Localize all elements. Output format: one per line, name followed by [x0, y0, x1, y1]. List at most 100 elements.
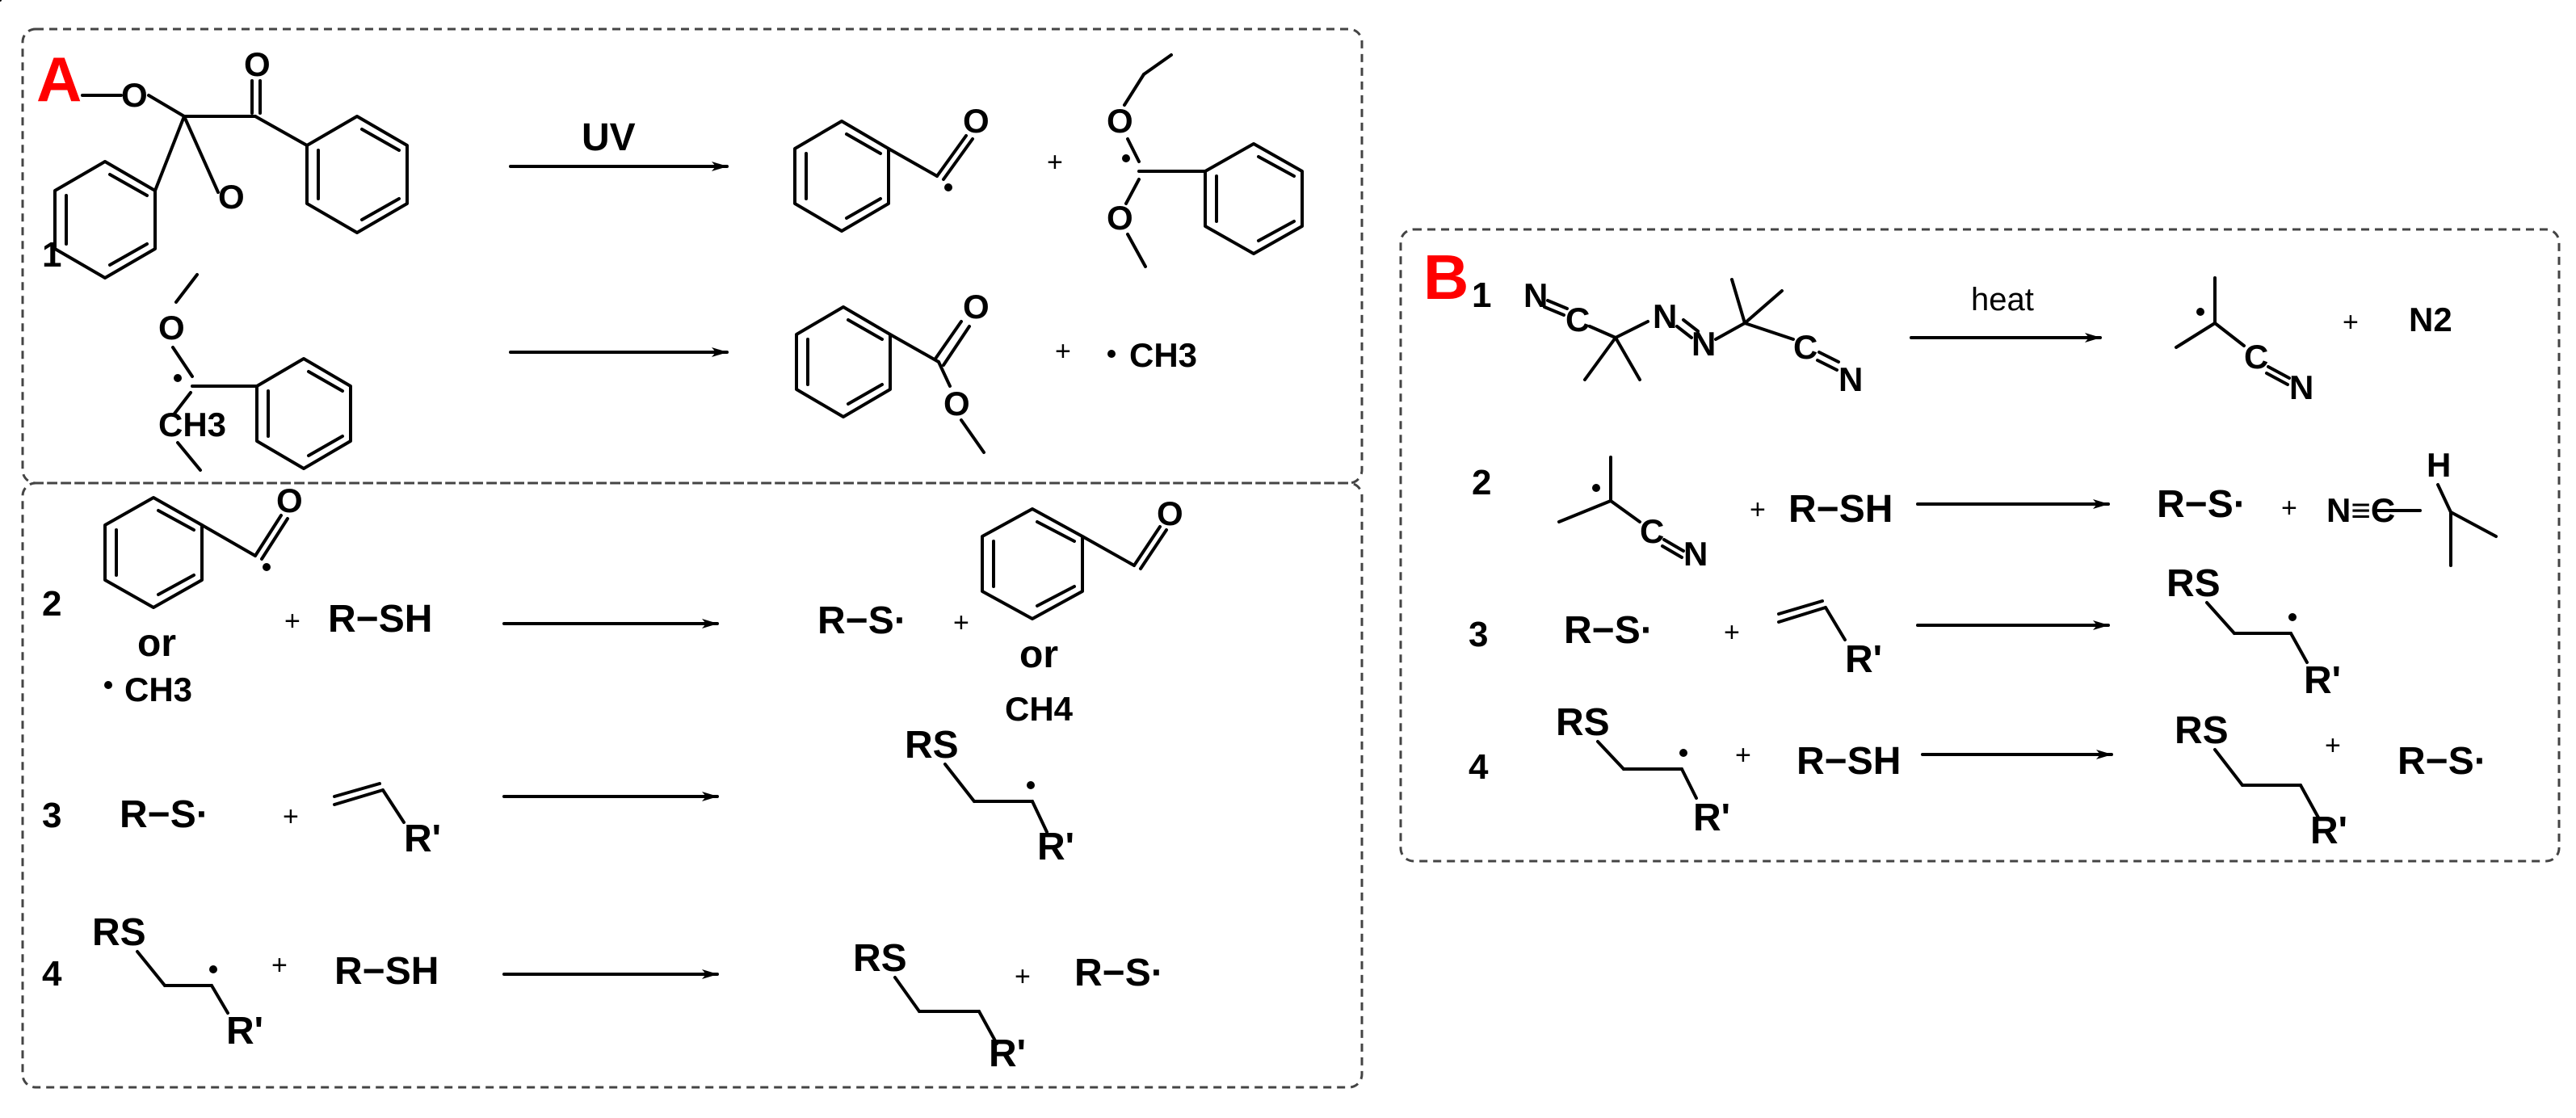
substituent-r-prime: R'	[1037, 826, 1074, 868]
thiyl-radical: R−S·	[2157, 483, 2246, 526]
svg-text:C: C	[1565, 301, 1590, 338]
plus-sign: +	[2281, 493, 2297, 523]
panel-b-step-1: 1 N C N N C N	[1472, 275, 2452, 406]
plus-sign: +	[2343, 307, 2359, 338]
step-number: 1	[1472, 275, 1491, 315]
rs-group: RS	[1556, 701, 1610, 744]
thiol: R−SH	[1796, 740, 1901, 783]
step-number: 4	[42, 954, 62, 994]
plus-sign: +	[2325, 730, 2341, 761]
methane: CH4	[1005, 690, 1074, 728]
svg-text:O: O	[1107, 102, 1133, 140]
panel-a-step-4: 4 RS R' + R−SH RS R' + R−S·	[42, 911, 1164, 1075]
panel-a-label: A	[36, 44, 82, 115]
panel-a-step-1: 1 O O O	[0, 0, 1304, 280]
plus-sign: +	[1055, 336, 1071, 367]
methyl-benzoate: O O	[795, 288, 990, 454]
svg-text:O: O	[158, 309, 185, 347]
svg-text:C: C	[2244, 338, 2268, 376]
plus-sign: +	[284, 606, 300, 637]
substituent-r-prime: R'	[2310, 809, 2347, 852]
or-label: or	[137, 622, 176, 665]
nitrogen-gas: N2	[2409, 301, 2452, 338]
svg-text:N: N	[2289, 368, 2313, 406]
panel-b-step-3: 3 R−S· + R' RS R'	[1469, 562, 2341, 702]
plus-sign: +	[1047, 147, 1063, 178]
dimethoxybenzyl-radical: O O	[1107, 53, 1304, 268]
plus-sign: +	[271, 950, 288, 981]
rs-group: RS	[853, 937, 907, 980]
step-number: 4	[1469, 747, 1489, 787]
substituent-r-prime: R'	[1693, 796, 1730, 839]
svg-text:O: O	[244, 45, 271, 83]
rs-group: RS	[2175, 709, 2229, 752]
thiol: R−SH	[328, 598, 432, 641]
thiol: R−SH	[1788, 488, 1893, 531]
substituent-r-prime: R'	[2304, 659, 2341, 702]
rs-group: RS	[92, 911, 146, 954]
carbon-radical-chain	[136, 950, 229, 1015]
plus-sign: +	[953, 607, 969, 638]
panel-a-step-3: 3 R−S· + R' RS R'	[42, 724, 1074, 868]
substituent-r-prime: R'	[989, 1032, 1026, 1075]
svg-text:O: O	[218, 178, 245, 216]
plus-sign: +	[1724, 617, 1740, 648]
svg-text:O: O	[1107, 199, 1133, 237]
cyanoisopropyl-radical-reactant: C N	[1557, 456, 1708, 573]
panel-b-label: B	[1423, 242, 1469, 313]
cyanoisopropyl-radical: C N	[2175, 276, 2313, 406]
benzaldehyde: O	[981, 494, 1183, 620]
svg-text:N: N	[1653, 297, 1677, 335]
alkene	[333, 782, 406, 824]
or-label: or	[1019, 633, 1058, 676]
substituent-r-prime: R'	[226, 1010, 263, 1053]
panel-b-frame	[1399, 228, 2561, 863]
svg-text:O: O	[276, 481, 303, 519]
plus-sign: +	[1015, 961, 1031, 992]
thiyl-radical: R−S·	[120, 793, 209, 836]
plus-sign: +	[283, 801, 299, 832]
thiyl-radical: R−S·	[1074, 952, 1164, 994]
methyl-radical-dot	[104, 681, 112, 689]
methyl-radical: CH3	[124, 670, 192, 708]
step-number: 1	[42, 235, 61, 275]
svg-text:C: C	[1640, 512, 1664, 550]
thioether-chain	[2213, 748, 2320, 819]
panel-a-step-1b: O CH3 O	[158, 273, 1197, 472]
arrow-label-heat: heat	[1971, 282, 2034, 317]
svg-text:N: N	[1838, 360, 1863, 398]
methyl-radical-dot	[1107, 350, 1116, 358]
rs-group: RS	[905, 724, 959, 767]
svg-text:O: O	[121, 76, 148, 114]
plus-sign: +	[1750, 494, 1766, 525]
thioether-chain	[893, 976, 998, 1045]
aibn-molecule: N C N N C N	[1523, 276, 1863, 398]
dimethoxybenzyl-radical-reactant: O CH3	[158, 273, 352, 472]
methyl-radical: CH3	[1129, 336, 1197, 374]
panel-a-bottom-frame	[21, 481, 1364, 1089]
svg-text:O: O	[1157, 494, 1183, 532]
svg-text:O: O	[943, 385, 970, 422]
panel-a-step-2: 2 O or CH3 + R−SH R−S· +	[42, 481, 1183, 728]
isobutyronitrile-skeleton	[2376, 483, 2498, 567]
panel-a: A 1 O O O	[0, 0, 1364, 1089]
step-number: 3	[1469, 615, 1488, 654]
panel-b-step-2: 2 C N + R−SH R−S· + N≡C	[1472, 446, 2498, 573]
svg-text:N: N	[1683, 535, 1708, 573]
svg-text:N: N	[1691, 325, 1716, 363]
step-number: 2	[42, 584, 61, 624]
carbon-radical-chain	[1596, 740, 1698, 800]
thiyl-radical: R−S·	[1564, 609, 1654, 652]
svg-text:O: O	[963, 102, 990, 140]
panel-b: B 1 N C N N C	[1399, 228, 2561, 863]
svg-text:O: O	[963, 288, 990, 326]
svg-text:CH3: CH3	[158, 406, 226, 443]
plus-sign: +	[1735, 740, 1751, 771]
arrow-label-uv: UV	[582, 116, 636, 159]
carbon-radical-chain	[2205, 601, 2309, 664]
dmpa-molecule: O O O	[0, 0, 409, 280]
substituent-r-prime: R'	[1845, 638, 1882, 681]
panel-a-top-frame	[21, 27, 1364, 485]
alkene	[1777, 599, 1847, 641]
